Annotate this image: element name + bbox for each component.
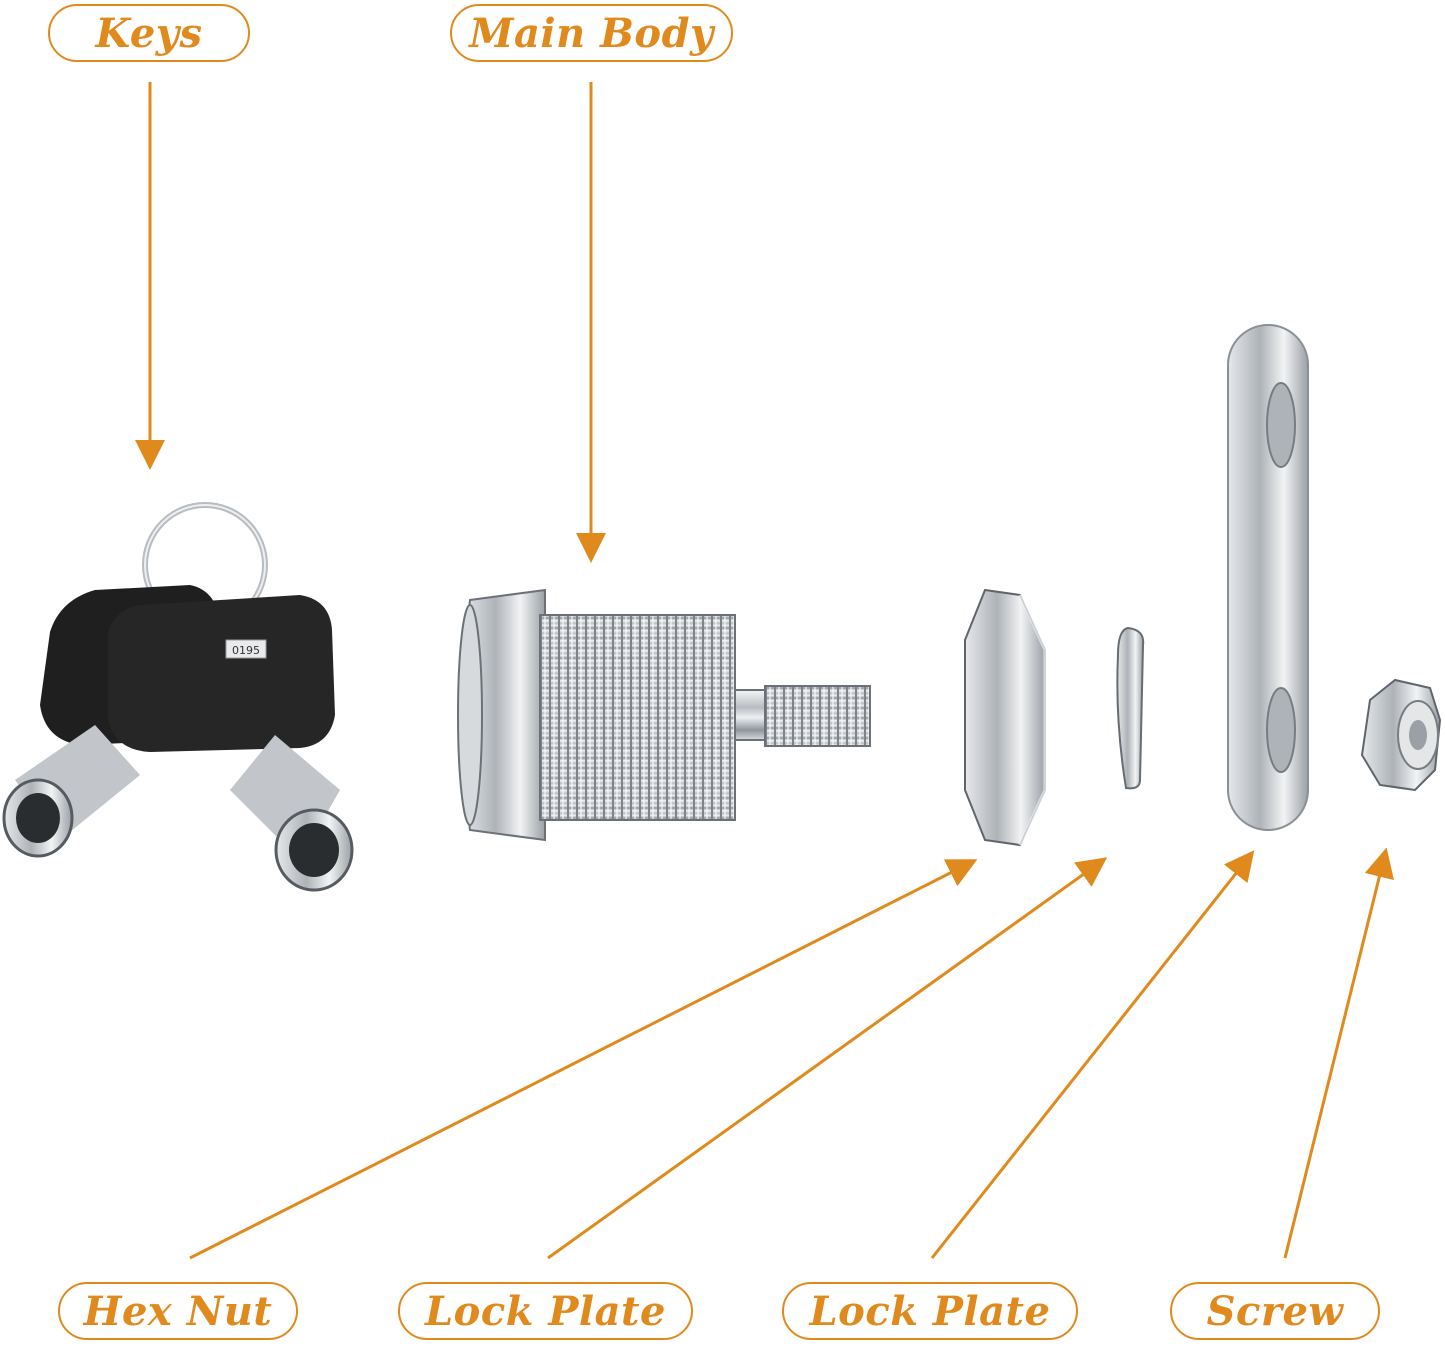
label-keys: Keys [48, 4, 250, 62]
screw-illustration [1360, 678, 1442, 792]
lock-plate-bar-illustration [1227, 324, 1309, 831]
label-lock-plate-1-text: Lock Plate [425, 1287, 666, 1335]
label-hex-nut: Hex Nut [58, 1282, 298, 1340]
plate-hole-bottom [1266, 687, 1296, 773]
pointer-arrows [135, 82, 1394, 1260]
arrow-screw [1283, 847, 1394, 1259]
key-tag [225, 639, 267, 659]
label-screw-text: Screw [1206, 1287, 1344, 1335]
threaded-barrel [539, 614, 736, 821]
key-tag-text: 0195 [232, 644, 260, 657]
key-head-front [108, 595, 335, 752]
keys-illustration: 0195 [2, 502, 354, 892]
arrow-hex-nut [189, 859, 978, 1260]
arrow-lock-plate-2 [930, 850, 1255, 1259]
label-hex-nut-text: Hex Nut [83, 1287, 273, 1335]
label-keys-text: Keys [95, 9, 203, 57]
lock-plate-washer-illustration [1116, 626, 1145, 790]
label-main-body-text: Main Body [469, 9, 714, 57]
label-screw: Screw [1170, 1282, 1380, 1340]
label-lock-plate-1: Lock Plate [398, 1282, 693, 1340]
main-body-illustration [457, 588, 871, 842]
label-main-body: Main Body [450, 4, 733, 62]
label-lock-plate-2-text: Lock Plate [809, 1287, 1051, 1335]
plate-hole-top [1266, 382, 1296, 468]
label-lock-plate-2: Lock Plate [782, 1282, 1078, 1340]
lock-stud [764, 685, 871, 747]
hex-nut-illustration [964, 588, 1047, 847]
arrow-lock-plate-1 [547, 857, 1108, 1260]
lock-shaft [734, 689, 768, 741]
